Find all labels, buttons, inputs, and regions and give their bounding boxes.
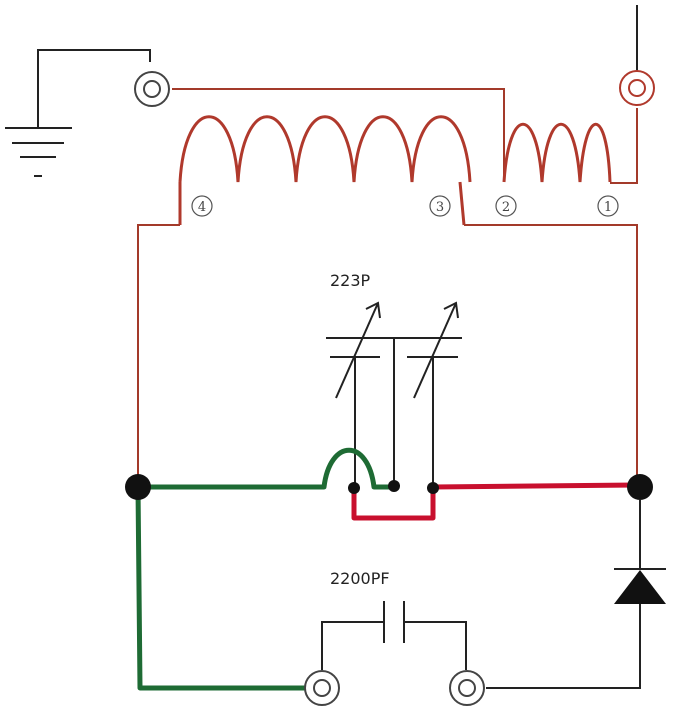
tap-3: 3 <box>429 195 451 217</box>
antenna-terminal <box>619 70 655 106</box>
var-cap-arrowhead-right <box>443 301 459 319</box>
tap-4: 4 <box>191 195 213 217</box>
right-junction <box>627 474 653 500</box>
var-cap-arrowhead-left <box>365 301 381 319</box>
tap-3-label: 3 <box>436 200 444 215</box>
tap-2: 2 <box>495 195 517 217</box>
ground-connection <box>5 49 151 177</box>
left-junction <box>125 474 151 500</box>
variable-capacitor <box>326 301 462 487</box>
ground-wire <box>37 49 151 128</box>
main-coil <box>178 115 472 183</box>
wire-ground-to-tap2 <box>172 88 505 178</box>
tap-4-label: 4 <box>198 200 206 215</box>
tap-1-label: 1 <box>604 200 612 215</box>
green-wire-left-to-capacitor <box>138 447 392 490</box>
wire-tap3-to-right-junction <box>464 224 638 487</box>
cap-junction-left <box>348 482 360 494</box>
output-terminal-right <box>449 670 485 706</box>
main-coil-right-tail <box>458 181 466 226</box>
cap-junction-right <box>427 482 439 494</box>
fixed-cap-right-wire <box>404 621 467 670</box>
diode-triangle <box>614 570 666 604</box>
cap-junction-common <box>388 480 400 492</box>
red-wire-to-right-junction <box>432 482 638 490</box>
var-cap-arrow-left <box>335 302 379 399</box>
variable-capacitor-label: 223P <box>330 271 371 290</box>
red-wire-loop <box>351 487 436 521</box>
fixed-capacitor-label: 2200PF <box>330 569 390 588</box>
green-wire-down-to-terminal <box>135 486 305 691</box>
var-cap-arrow-right <box>413 302 457 399</box>
antenna-coil <box>502 122 612 183</box>
diode-wire-bottom <box>486 604 641 689</box>
output-terminal-left <box>304 670 340 706</box>
wire-antenna-to-tap1 <box>610 108 638 184</box>
tap-2-label: 2 <box>502 200 510 215</box>
ground-terminal <box>134 71 170 107</box>
wire-tap4-to-left-junction <box>137 224 180 487</box>
diode <box>486 500 666 689</box>
tap-1: 1 <box>597 195 619 217</box>
fixed-cap-left-wire <box>321 621 384 670</box>
fixed-capacitor <box>321 601 467 670</box>
